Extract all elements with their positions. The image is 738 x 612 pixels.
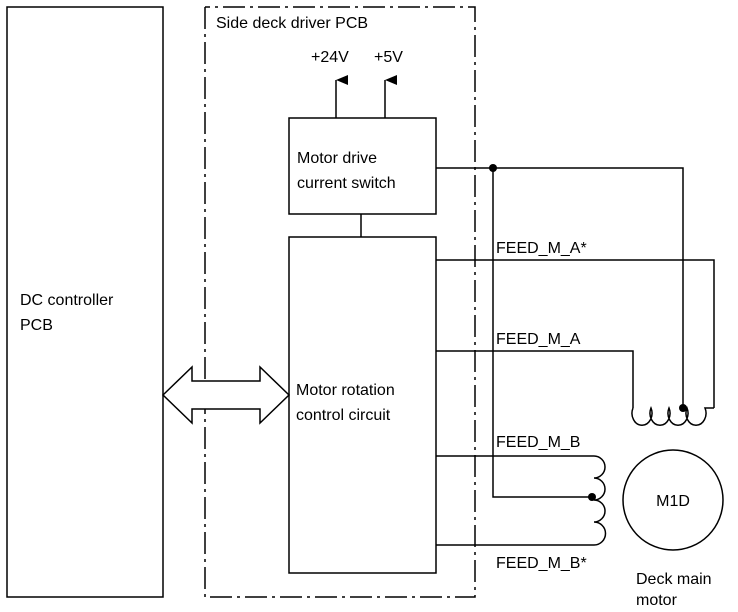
v24-label: +24V xyxy=(311,49,349,66)
v5-label: +5V xyxy=(374,49,403,66)
feed-m-b-star-label: FEED_M_B* xyxy=(496,555,587,572)
power-inputs: +24V +5V xyxy=(311,49,403,118)
side-deck-driver-title: Side deck driver PCB xyxy=(216,15,368,32)
motor-caption-line1: Deck main xyxy=(636,571,712,588)
motor-circle xyxy=(622,449,724,551)
motor-drive-label-line1: Motor drive xyxy=(297,150,377,167)
motor-rotation-label-line2: control circuit xyxy=(296,407,391,424)
feed-m-a-star-line: FEED_M_A* xyxy=(436,240,715,408)
common-line xyxy=(436,164,684,498)
feed-m-a-label: FEED_M_A xyxy=(496,331,581,348)
junction-dot-coil-a xyxy=(679,404,687,412)
coil-phase-a xyxy=(631,404,714,426)
dc-controller-label-line1: DC controller xyxy=(20,292,114,309)
motor-label: M1D xyxy=(656,493,690,510)
feed-m-b-line: FEED_M_B xyxy=(436,434,594,457)
feed-m-b-star-line: FEED_M_B* xyxy=(436,544,594,572)
bus-double-arrow xyxy=(161,365,291,425)
junction-dot-coil-b xyxy=(588,493,596,501)
feed-m-b-label: FEED_M_B xyxy=(496,434,580,451)
deck-main-motor: M1D Deck main motor xyxy=(622,449,724,609)
feed-m-a-line: FEED_M_A xyxy=(436,331,634,408)
motor-drive-current-switch: Motor drive current switch xyxy=(288,117,437,215)
dc-controller-label-line2: PCB xyxy=(20,317,53,334)
motor-rotation-control-circuit: Motor rotation control circuit xyxy=(288,236,437,574)
dc-controller-pcb: DC controller PCB xyxy=(6,6,164,598)
motor-rotation-label-line1: Motor rotation xyxy=(296,382,395,399)
junction-dot-top xyxy=(489,164,497,172)
feed-m-a-star-label: FEED_M_A* xyxy=(496,240,587,257)
motor-drive-label-line2: current switch xyxy=(297,175,396,192)
coil-phase-b xyxy=(588,455,607,546)
motor-caption-line2: motor xyxy=(636,592,678,609)
